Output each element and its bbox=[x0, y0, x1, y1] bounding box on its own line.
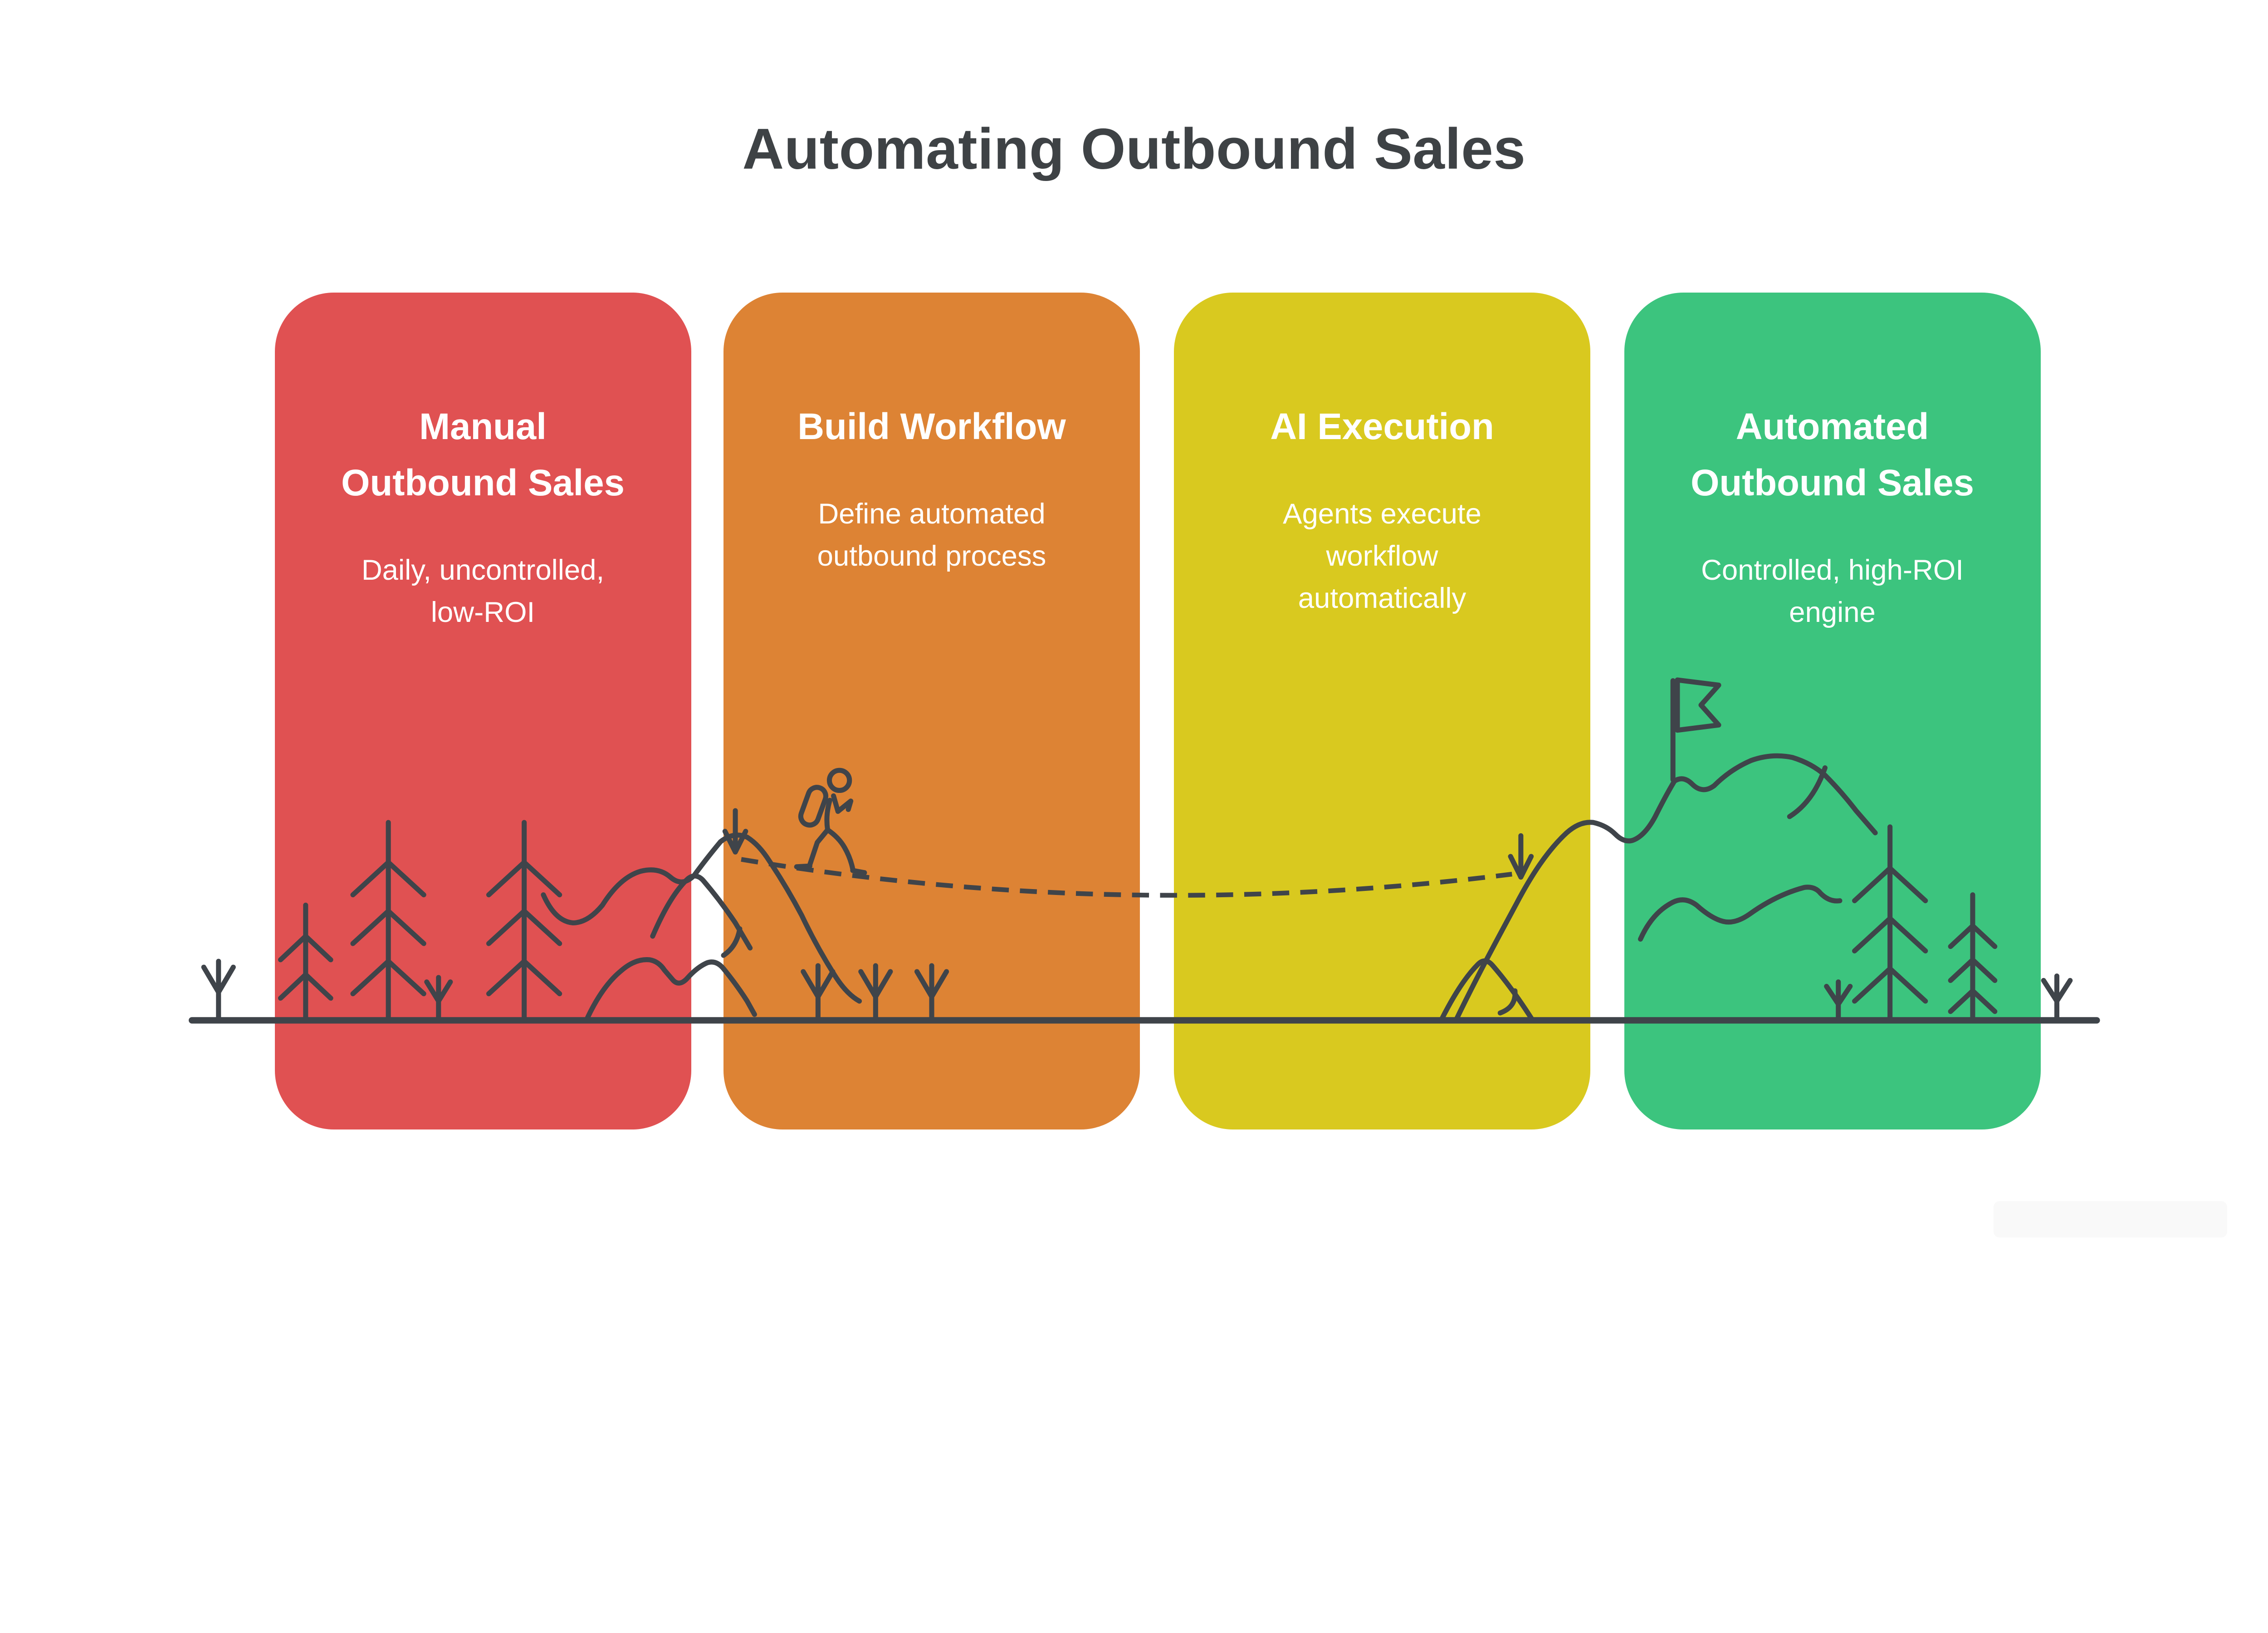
card-heading-ai-execution: AI Execution bbox=[1270, 406, 1494, 448]
page-title: Automating Outbound Sales bbox=[742, 117, 1526, 181]
sprout-icon bbox=[201, 958, 236, 1023]
card-ai-execution: AI Execution Agents execute workflow aut… bbox=[1174, 292, 1590, 1130]
sprout-icon bbox=[2041, 973, 2073, 1023]
watermark bbox=[1993, 1201, 2227, 1237]
card-automated-outbound-sales: Automated Outbound Sales Controlled, hig… bbox=[1624, 292, 2041, 1130]
card-heading-automated-outbound-sales: Automated Outbound Sales bbox=[1691, 406, 1974, 504]
card-build-workflow: Build Workflow Define automated outbound… bbox=[723, 292, 1140, 1130]
card-heading-build-workflow: Build Workflow bbox=[797, 406, 1066, 448]
card-description-build-workflow: Define automated outbound process bbox=[817, 498, 1046, 572]
card-manual-outbound-sales: Manual Outbound Sales Daily, uncontrolle… bbox=[274, 292, 691, 1130]
card-heading-manual-outbound-sales: Manual Outbound Sales bbox=[341, 406, 625, 504]
card-description-manual-outbound-sales: Daily, uncontrolled, low-ROI bbox=[361, 554, 605, 628]
card-description-ai-execution: Agents execute workflow automatically bbox=[1283, 498, 1481, 615]
card-description-automated-outbound-sales: Controlled, high-ROI engine bbox=[1701, 554, 1964, 628]
infographic-canvas: Automating Outbound Sales Manual Outboun… bbox=[189, 117, 2227, 1237]
